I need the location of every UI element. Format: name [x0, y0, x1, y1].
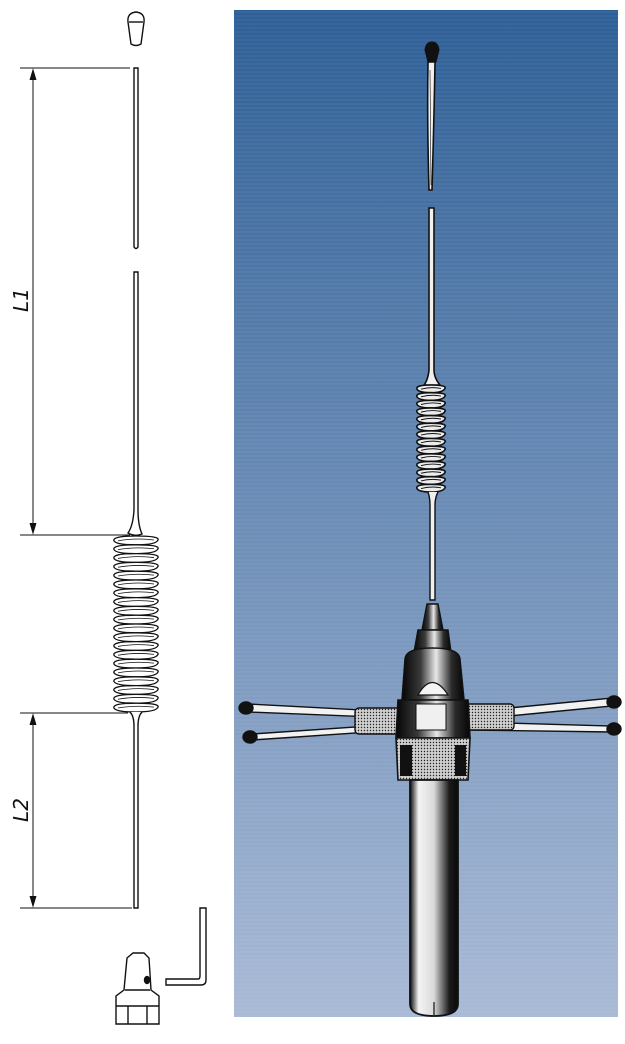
product-coil: [415, 384, 447, 493]
coil-turn-inner: [117, 617, 155, 621]
coil-turn-inner: [420, 486, 442, 490]
coil-turn-inner: [117, 705, 155, 709]
dimension-l2: [20, 712, 132, 909]
coil-turn-inner: [420, 417, 442, 421]
coil-turn-inner: [117, 547, 155, 551]
coil-turn-inner: [117, 573, 155, 577]
antenna-product-illustration: [238, 41, 622, 1017]
coil-turn-inner: [117, 582, 155, 586]
ferrule-nut-icon: [115, 952, 160, 1025]
coil-turn-inner: [117, 670, 155, 674]
coil-turn-inner: [420, 433, 442, 436]
coil-turn: [415, 483, 447, 493]
product-mast-tube: [409, 779, 459, 1017]
coil-turn-inner: [420, 394, 442, 398]
coil-turn-inner: [117, 626, 155, 630]
whip-rod-upper: [133, 67, 139, 250]
whip-rod-middle: [126, 271, 143, 536]
coil-turn-inner: [420, 425, 442, 428]
coil-turn-inner: [117, 661, 155, 665]
coil-turn-inner: [420, 455, 442, 459]
technical-drawing: [20, 11, 207, 1025]
coil-turn-inner: [420, 440, 442, 444]
coil-turn-inner: [117, 679, 155, 683]
coil-turn-inner: [117, 600, 155, 603]
label-l1: L1: [9, 288, 33, 312]
coil-turn-inner: [420, 478, 442, 482]
coil-turn-inner: [420, 402, 442, 405]
coil-turn-inner: [117, 644, 155, 647]
coil-turn-inner: [117, 591, 155, 595]
coil-turn-inner: [117, 609, 155, 612]
coil-turn-inner: [117, 688, 155, 691]
label-l2: L2: [9, 798, 33, 822]
coil-turn-inner: [420, 448, 442, 451]
hex-key-icon: [165, 907, 207, 986]
coil-turn-inner: [420, 387, 442, 390]
product-tip-icon: [424, 41, 440, 63]
coil-turn: [113, 702, 159, 713]
coil-turn-inner: [420, 410, 442, 413]
coil-turn-inner: [420, 471, 442, 474]
coil-turn-inner: [117, 653, 155, 656]
coil-turn-inner: [420, 463, 442, 467]
coil-turn-inner: [117, 697, 155, 700]
dimension-l1: [20, 67, 130, 536]
tip-cap-icon: [127, 11, 145, 47]
coil-turn-inner: [117, 635, 155, 639]
whip-rod-lower: [129, 711, 143, 909]
coil-turn-inner: [117, 556, 155, 559]
coil-turn-inner: [117, 565, 155, 568]
coil-turn-inner: [117, 538, 155, 542]
loading-coil: [113, 535, 159, 713]
product-hub: [401, 647, 465, 701]
